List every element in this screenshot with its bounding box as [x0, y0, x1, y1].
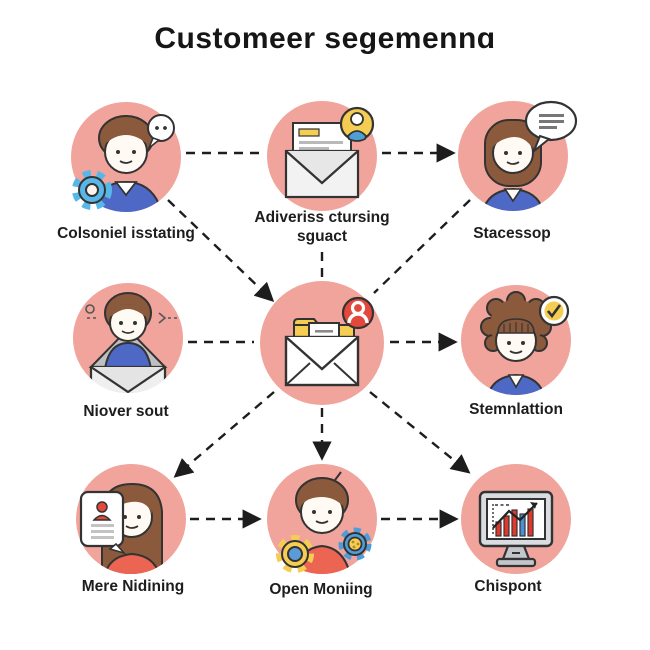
- diagram-title: Customeer segemennɑ: [154, 22, 496, 55]
- red-avatar-badge-icon: [341, 296, 375, 330]
- node-middle-right: [451, 275, 581, 405]
- node-middle-left: [63, 273, 193, 403]
- open-letter-with-avatar-illustration: [267, 101, 377, 211]
- node-bottom-left-label: Mere Nidining: [81, 578, 185, 595]
- envelope-icon: [284, 335, 360, 387]
- gear-icon: [72, 170, 112, 210]
- bar-chart-icon: [492, 502, 538, 537]
- node-top-left-label: Colsoniel isstating: [57, 225, 195, 242]
- monitor-with-bar-chart-illustration: [461, 464, 571, 574]
- node-bottom-left: [66, 454, 196, 584]
- connector-topright-center: [373, 199, 471, 294]
- node-top-left: [61, 92, 191, 222]
- id-card-icon: [79, 490, 127, 555]
- node-top-right-label: Stacessop: [473, 225, 551, 242]
- node-top-middle: [257, 91, 387, 221]
- woman-with-id-card-illustration: [76, 464, 186, 574]
- blue-shirt: [103, 341, 153, 370]
- connector-center-bottomright: [369, 391, 471, 474]
- boy-in-envelope-illustration: [73, 283, 183, 393]
- node-middle-left-label: Niover sout: [83, 403, 169, 420]
- gear-left-icon: [276, 535, 314, 573]
- node-top-right: [448, 91, 578, 221]
- gear-right-icon: [338, 527, 372, 561]
- boy-with-gears-illustration: [267, 464, 377, 574]
- chat-bubble-icon: [147, 114, 175, 151]
- node-middle-right-label: Stemnlattion: [469, 401, 563, 418]
- node-top-middle-label: Adiveriss ctursing sguact: [254, 209, 390, 246]
- speech-bubble-icon: [524, 100, 578, 155]
- curly-person-with-checkmark-illustration: [461, 285, 571, 395]
- avatar-badge-icon: [339, 106, 375, 142]
- woman-with-speech-bubble-illustration: [458, 100, 578, 211]
- connector-topleft-center: [167, 199, 275, 302]
- connector-center-bottomleft: [173, 391, 275, 478]
- checkmark-badge-icon: [538, 295, 570, 327]
- trend-arrow-icon: [530, 502, 537, 509]
- node-center: [252, 273, 392, 413]
- envelope-icon: [284, 149, 360, 199]
- node-bottom-right: [451, 454, 581, 584]
- node-bottom-middle-label: Open Moniing: [269, 581, 373, 598]
- person-with-gear-and-chat-illustration: [71, 102, 181, 212]
- node-bottom-middle: [257, 454, 387, 584]
- node-bottom-right-label: Chispont: [474, 578, 542, 595]
- doodle-icons: [85, 304, 177, 324]
- envelope-with-folder-and-red-avatar-illustration: [260, 281, 384, 405]
